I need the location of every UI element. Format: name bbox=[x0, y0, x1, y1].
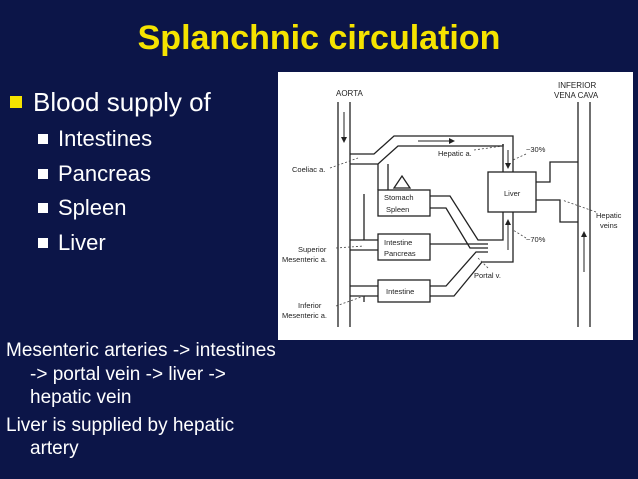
sub-bullet-list: Intestines Pancreas Spleen Liver bbox=[10, 122, 211, 260]
note-mesenteric-path: Mesenteric arteries -> intestines -> por… bbox=[6, 340, 276, 408]
portal-from-stomach-b bbox=[430, 207, 488, 249]
portal-trunk-b bbox=[488, 212, 514, 263]
diagram-svg: AORTA INFERIOR VENA CAVA Coeliac a. Hepa… bbox=[282, 81, 622, 327]
label-portal-v: Portal v. bbox=[474, 271, 501, 280]
label-superior-2: Mesenteric a. bbox=[282, 255, 327, 264]
label-ivc-line1: INFERIOR bbox=[558, 81, 596, 90]
label-70pct: ~70% bbox=[526, 235, 546, 244]
label-liver: Liver bbox=[504, 189, 521, 198]
label-spleen: Spleen bbox=[386, 205, 409, 214]
label-hepatic-veins-2: veins bbox=[600, 221, 618, 230]
stomach-triangle bbox=[392, 174, 412, 189]
note-hepatic-artery: Liver is supplied by hepatic artery bbox=[6, 414, 235, 460]
sub-bullet-square-icon bbox=[38, 237, 48, 248]
intestine-pancreas-box bbox=[377, 233, 431, 261]
leader-hepatic-veins bbox=[561, 199, 597, 213]
leader-inferior bbox=[335, 295, 365, 307]
bullet-square-icon bbox=[10, 96, 22, 108]
notes: Mesenteric arteries -> intestines -> por… bbox=[6, 339, 282, 465]
hepatic-vein-b bbox=[536, 199, 578, 223]
label-inferior-2: Mesenteric a. bbox=[282, 311, 327, 320]
bullet-blood-supply-text: Blood supply of bbox=[33, 87, 211, 117]
label-intestine-pancreas-1: Intestine bbox=[384, 238, 412, 247]
portal-from-intestine bbox=[430, 251, 488, 287]
sub-bullet-intestines: Intestines bbox=[38, 122, 211, 157]
bullet-blood-supply: Blood supply of bbox=[10, 86, 211, 118]
leader-70 bbox=[512, 229, 527, 239]
portal-from-stomach bbox=[430, 195, 488, 241]
sub-bullet-liver: Liver bbox=[38, 226, 211, 261]
leader-hepatic-a bbox=[473, 145, 504, 151]
label-hepatic-veins-1: Hepatic bbox=[596, 211, 622, 220]
label-aorta: AORTA bbox=[336, 89, 363, 98]
sub-bullet-square-icon bbox=[38, 203, 48, 214]
bullet-list: Blood supply of Intestines Pancreas Sple… bbox=[10, 86, 211, 260]
label-stomach: Stomach bbox=[384, 193, 414, 202]
label-inferior-1: Inferior bbox=[298, 301, 322, 310]
label-hepatic-a: Hepatic a. bbox=[438, 149, 472, 158]
label-coeliac: Coeliac a. bbox=[292, 165, 325, 174]
slide-title: Splanchnic circulation bbox=[137, 19, 501, 57]
portal-trunk bbox=[488, 212, 504, 241]
portal-from-intestine-b bbox=[430, 261, 488, 297]
sub-bullet-square-icon bbox=[38, 134, 48, 145]
splanchnic-diagram: AORTA INFERIOR VENA CAVA Coeliac a. Hepa… bbox=[278, 72, 633, 340]
sub-bullet-spleen: Spleen bbox=[38, 191, 211, 226]
hepatic-vein bbox=[536, 161, 578, 183]
coeliac-branch bbox=[350, 135, 514, 155]
sub-bullet-square-icon bbox=[38, 168, 48, 179]
leader-coeliac bbox=[329, 157, 359, 169]
liver-box bbox=[487, 171, 537, 213]
label-intestine: Intestine bbox=[386, 287, 414, 296]
label-ivc-line2: VENA CAVA bbox=[554, 91, 599, 100]
intestine-box bbox=[377, 279, 431, 303]
sub-bullet-pancreas: Pancreas bbox=[38, 157, 211, 192]
label-intestine-pancreas-2: Pancreas bbox=[384, 249, 416, 258]
stomach-spleen-box bbox=[377, 189, 431, 217]
label-superior-1: Superior bbox=[298, 245, 327, 254]
leader-30 bbox=[512, 153, 527, 161]
leader-portal bbox=[477, 257, 489, 269]
leader-superior bbox=[335, 245, 365, 249]
label-30pct: ~30% bbox=[526, 145, 546, 154]
